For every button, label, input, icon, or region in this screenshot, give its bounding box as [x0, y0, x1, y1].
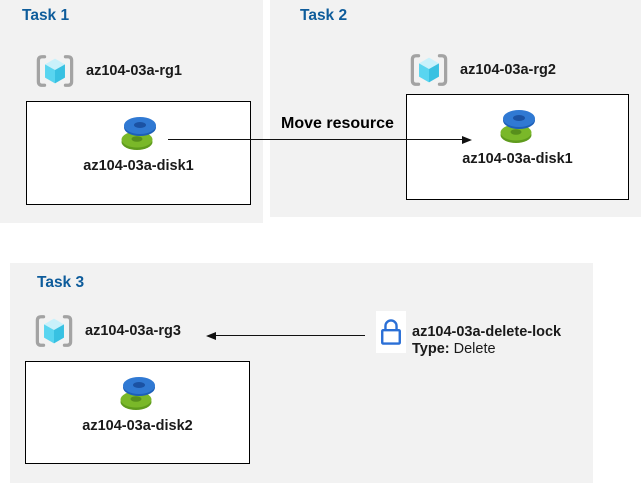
lock-type-value: Delete: [453, 341, 496, 357]
task-2-title: Task 2: [300, 7, 348, 24]
resource-box-task-1: az104-03a-disk1: [26, 101, 251, 205]
resource-group-icon: [36, 55, 74, 87]
lock-name: az104-03a-delete-lock: [412, 324, 562, 340]
lock-type-label: Type:: [412, 341, 450, 357]
disk-icon: [120, 377, 155, 410]
task-3-title: Task 3: [37, 274, 85, 291]
resource-box-task-3: az104-03a-disk2: [25, 361, 250, 464]
disk-icon: [500, 110, 535, 143]
resource-group-name: az104-03a-rg3: [85, 323, 181, 339]
disk-name: az104-03a-disk1: [83, 158, 194, 174]
move-resource-label: Move resource: [281, 115, 394, 132]
disk-name: az104-03a-disk1: [462, 151, 573, 167]
panel-task-3: Task 3 az104-03a-rg3 az104-03a-disk2: [10, 263, 593, 483]
resource-group-icon: [35, 315, 73, 347]
resource-group-row: az104-03a-rg2: [407, 51, 556, 89]
lock-type-line: Type: Delete: [412, 341, 561, 358]
resource-group-icon: [410, 54, 448, 86]
resource-group-name: az104-03a-rg1: [86, 63, 182, 79]
lock-arrow-head: [206, 331, 216, 340]
resource-box-task-2: az104-03a-disk1: [406, 94, 629, 200]
panel-task-1: Task 1 az104-03a-rg1 az104-03a-disk1: [0, 0, 263, 223]
task-1-title: Task 1: [22, 7, 70, 24]
resource-group-row: az104-03a-rg1: [33, 52, 182, 90]
lock-text-block: az104-03a-delete-lock Type: Delete: [412, 324, 561, 358]
lock-icon: [381, 319, 401, 345]
move-arrow-line: [168, 139, 464, 140]
disk-name: az104-03a-disk2: [82, 418, 193, 434]
lock-arrow-line: [215, 335, 365, 336]
move-arrow-head: [462, 135, 472, 144]
resource-group-name: az104-03a-rg2: [460, 62, 556, 78]
disk-icon: [121, 117, 156, 150]
lock-badge: [376, 311, 406, 353]
panel-task-2: Task 2 az104-03a-rg2 az104-03a-disk1: [270, 0, 641, 217]
resource-group-row: az104-03a-rg3: [32, 312, 181, 350]
